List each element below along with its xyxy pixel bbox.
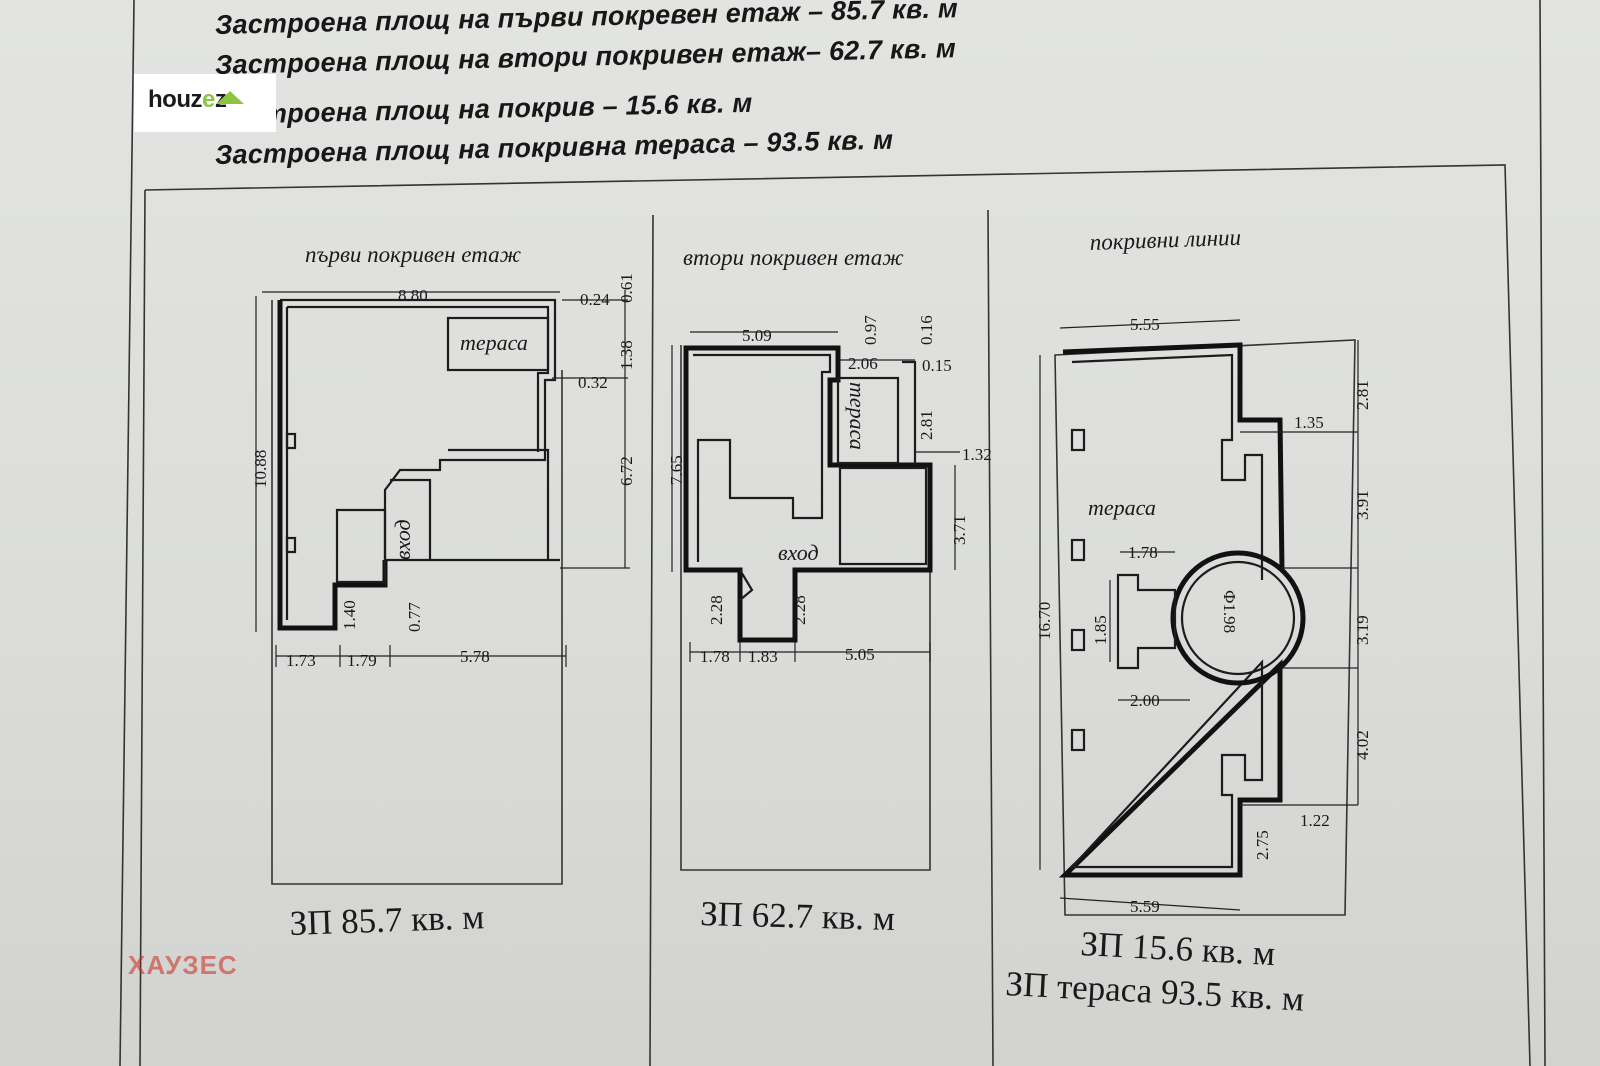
- dim-672: 6.72: [617, 456, 636, 486]
- roof-dome-outer: [1170, 550, 1306, 686]
- dim-275: 2.75: [1253, 830, 1272, 860]
- wall-notch-3b: [1070, 538, 1086, 562]
- plot-outline-1: [271, 300, 563, 885]
- area-roof: ЗП 15.6 кв. м: [1080, 924, 1277, 973]
- sheet-border-right: [1539, 0, 1546, 1066]
- dim-281-p3: 2.81: [1353, 380, 1372, 410]
- wall-inner-3: [1069, 353, 1264, 869]
- dim-183: 1.83: [748, 647, 778, 666]
- dim-178-p3: 1.78: [1128, 543, 1158, 562]
- panel-first-floor: първи покривен етаж тераса вход 8.80 0.2…: [251, 242, 636, 943]
- sheet-border-left: [119, 0, 135, 1066]
- room-label-entrance-1: вход: [390, 519, 415, 560]
- houzez-logo: houzez: [134, 74, 276, 132]
- dim-281: 2.81: [917, 410, 936, 440]
- dim-173: 1.73: [286, 651, 316, 670]
- dim-391: 3.91: [1353, 490, 1372, 520]
- dim-138: 1.38: [617, 340, 636, 370]
- dim-179: 1.79: [347, 651, 377, 670]
- panel-table-border: [139, 164, 1531, 1066]
- dim-077: 0.77: [405, 602, 424, 632]
- dim-319: 3.19: [1353, 615, 1372, 645]
- dim-880: 8.80: [398, 286, 428, 305]
- room-label-terrace-3: тераса: [1088, 495, 1156, 520]
- wall-notch-1: [285, 432, 297, 450]
- panel-divider-2: [987, 209, 994, 1066]
- dim-032: 0.32: [578, 373, 608, 392]
- wall-notch-3a: [1070, 428, 1086, 452]
- room-box-2: [838, 466, 928, 566]
- plot-outline-3: [1054, 339, 1356, 916]
- dim-228-b: 2.28: [790, 595, 809, 625]
- room-label-terrace-2: тераса: [845, 382, 870, 450]
- roof-dome-inner: [1180, 560, 1296, 676]
- wall-notch-3d: [1070, 728, 1086, 752]
- dim-1670: 16.70: [1035, 602, 1054, 640]
- dim-505: 5.05: [845, 645, 875, 664]
- dim-578: 5.78: [460, 647, 490, 666]
- room-label-entrance-2: вход: [778, 540, 819, 565]
- dim-178-p2: 1.78: [700, 647, 730, 666]
- panel-second-title: втори покривен етаж: [683, 245, 904, 270]
- logo-house-icon: [216, 91, 244, 104]
- dim-122: 1.22: [1300, 811, 1330, 830]
- dim-024: 0.24: [580, 290, 610, 309]
- room-box-1: [335, 508, 387, 584]
- dim-135: 1.35: [1294, 413, 1324, 432]
- dim-765: 7.65: [667, 455, 686, 485]
- panel-roof-lines: покривни линии тераса 5.55 2.81 1.35 3.9…: [1005, 225, 1372, 1019]
- dim-185: 1.85: [1091, 615, 1110, 645]
- dim-371: 3.71: [950, 515, 969, 545]
- dim-402: 4.02: [1353, 730, 1372, 760]
- room-label-terrace-1: тераса: [460, 330, 528, 355]
- dim-206: 2.06: [848, 354, 878, 373]
- dim-228-a: 2.28: [707, 595, 726, 625]
- dim-509: 5.09: [742, 326, 772, 345]
- dim-097: 0.97: [861, 315, 880, 345]
- wall-inner-2: [693, 353, 832, 562]
- terrace-box-1: [446, 316, 550, 372]
- dim-555: 5.55: [1130, 315, 1160, 334]
- dim-diameter: Ф1.98: [1220, 590, 1239, 633]
- dim-016: 0.16: [917, 315, 936, 345]
- wall-notch-2: [285, 536, 297, 554]
- watermark: ХАУЗЕС: [128, 950, 238, 980]
- dim-015: 0.15: [922, 356, 952, 375]
- wall-notch-3c: [1070, 628, 1086, 652]
- panel-third-title: покривни линии: [1089, 225, 1241, 255]
- roof-entry-box: [1116, 573, 1177, 670]
- dim-200: 2.00: [1130, 691, 1160, 710]
- terrace-box-2: [836, 376, 900, 465]
- wall-thick-3: [1058, 342, 1285, 878]
- area-first-floor: ЗП 85.7 кв. м: [289, 897, 485, 943]
- panel-first-title: първи покривен етаж: [305, 242, 522, 267]
- dim-140: 1.40: [340, 600, 359, 630]
- logo-text: houzez: [148, 86, 227, 113]
- dim-1088: 10.88: [251, 450, 270, 488]
- area-second-floor: ЗП 62.7 кв. м: [700, 894, 896, 938]
- dim-559: 5.59: [1130, 897, 1160, 916]
- panel-divider-1: [649, 214, 654, 1066]
- wall-thick-1: [277, 300, 388, 631]
- plot-outline-2: [680, 345, 931, 871]
- panel-second-floor: втори покривен етаж тераса вход 5.09 0.9…: [667, 245, 992, 938]
- dim-061: 0.61: [617, 273, 636, 303]
- dim-132: 1.32: [962, 445, 992, 464]
